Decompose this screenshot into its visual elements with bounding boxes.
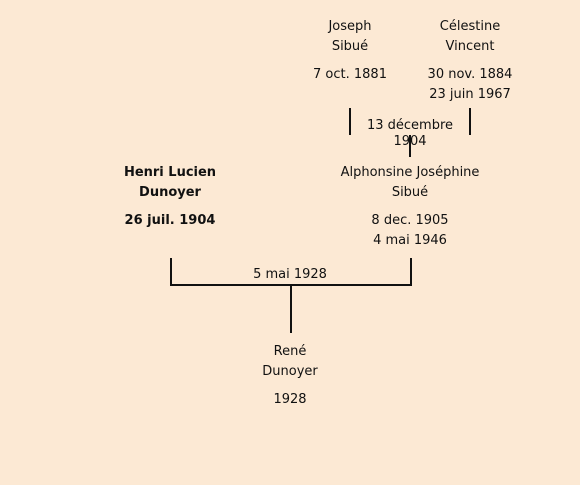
person-alphonsine-josephine-sibue: Alphonsine Joséphine Sibué 8 dec. 1905 4…: [320, 163, 500, 251]
connector-left-vertical: [349, 108, 351, 135]
person-birth-date: 7 oct. 1881: [313, 67, 387, 82]
connector-descent-vertical: [290, 286, 292, 333]
person-birth-date: 1928: [273, 392, 307, 407]
connector-horizontal: [170, 284, 412, 286]
person-death-date: 23 juin 1967: [429, 87, 511, 102]
person-celestine-vincent: Célestine Vincent 30 nov. 1884 23 juin 1…: [410, 17, 530, 105]
connector-right-vertical: [410, 258, 412, 286]
person-last-name: Dunoyer: [262, 364, 318, 379]
connector-left-vertical: [170, 258, 172, 286]
person-birth-date: 8 dec. 1905: [371, 213, 449, 228]
person-rene-dunoyer: René Dunoyer 1928: [230, 342, 350, 410]
person-joseph-sibue: Joseph Sibué 7 oct. 1881: [290, 17, 410, 85]
person-first-name: Célestine: [439, 19, 501, 34]
person-death-date: 4 mai 1946: [373, 233, 447, 248]
person-henri-lucien-dunoyer: Henri Lucien Dunoyer 26 juil. 1904: [95, 163, 245, 231]
person-birth-date: 30 nov. 1884: [427, 67, 513, 82]
person-first-name: René: [273, 344, 307, 359]
person-last-name: Vincent: [445, 39, 495, 54]
person-last-name: Sibué: [391, 185, 429, 200]
connector-right-vertical: [469, 108, 471, 135]
connector-descent-vertical: [409, 135, 411, 157]
person-first-name: Henri Lucien: [123, 165, 217, 180]
marriage-date-couple: 5 mai 1928: [240, 267, 340, 283]
person-birth-date: 26 juil. 1904: [124, 213, 216, 228]
person-last-name: Dunoyer: [139, 185, 201, 200]
person-first-name: Alphonsine Joséphine: [340, 165, 480, 180]
person-first-name: Joseph: [328, 19, 372, 34]
person-last-name: Sibué: [331, 39, 369, 54]
